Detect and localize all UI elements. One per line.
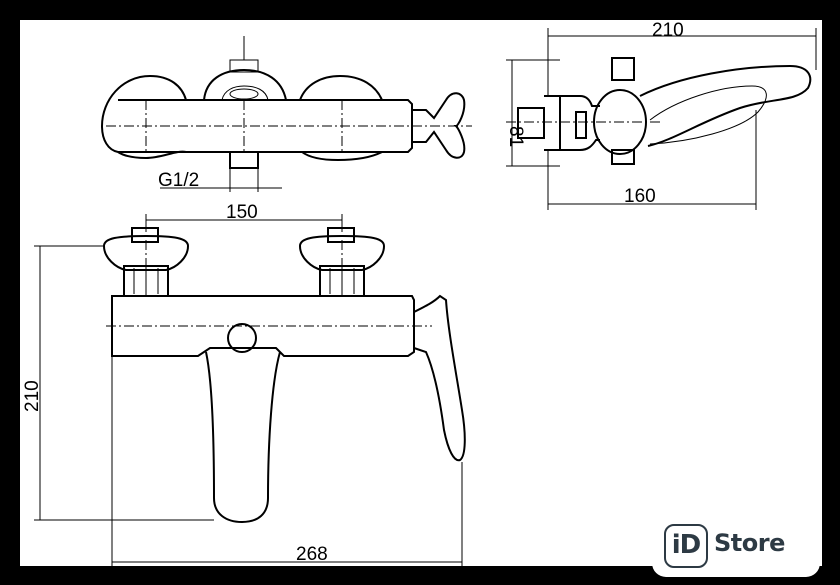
thread-label: G1/2 [158, 170, 199, 191]
spacing-label: 150 [226, 202, 258, 223]
left-escutcheon [102, 234, 190, 271]
outlet-stub [229, 151, 259, 169]
brand-mark-icon: iD [664, 524, 708, 568]
brand-logo: iD Store [652, 515, 820, 577]
bottom-knob [611, 149, 635, 165]
top-border [0, 0, 840, 20]
left-rosette-bottom [117, 150, 187, 160]
mixer-body [111, 295, 415, 357]
wall-connector [517, 107, 545, 139]
brand-name: Store [714, 529, 785, 557]
cup-ellipse [229, 88, 259, 100]
front-height-label: 210 [22, 380, 43, 412]
lever-arm [639, 64, 812, 147]
top-view: G1/2 150 [100, 36, 472, 232]
diverter-knob [227, 323, 257, 353]
spout [205, 351, 281, 524]
drawing-area [20, 20, 822, 566]
left-rosette-top [100, 74, 187, 153]
bottom-border [0, 566, 840, 585]
right-border [822, 0, 840, 585]
front-lever [413, 294, 466, 462]
right-escutcheon [298, 234, 386, 271]
lever-inner [649, 85, 767, 145]
body-bottom [560, 139, 600, 151]
right-rosette-bottom [301, 151, 383, 162]
central-cup [203, 68, 287, 101]
left-border [0, 0, 20, 585]
central-cup-inner [221, 85, 269, 101]
body-side [544, 95, 561, 151]
front-width-label: 268 [296, 544, 328, 565]
right-rosette-top [299, 74, 383, 101]
front-view: 210 268 [22, 222, 466, 568]
height-label: 81 [505, 126, 526, 147]
left-nut [131, 227, 159, 243]
side-view: 210 81 160 [505, 20, 817, 210]
top-knob [611, 57, 635, 81]
body-top [560, 95, 600, 107]
right-nut [327, 227, 355, 243]
hub-ring [575, 111, 587, 139]
length-label: 210 [652, 20, 684, 41]
depth-label: 160 [624, 186, 656, 207]
